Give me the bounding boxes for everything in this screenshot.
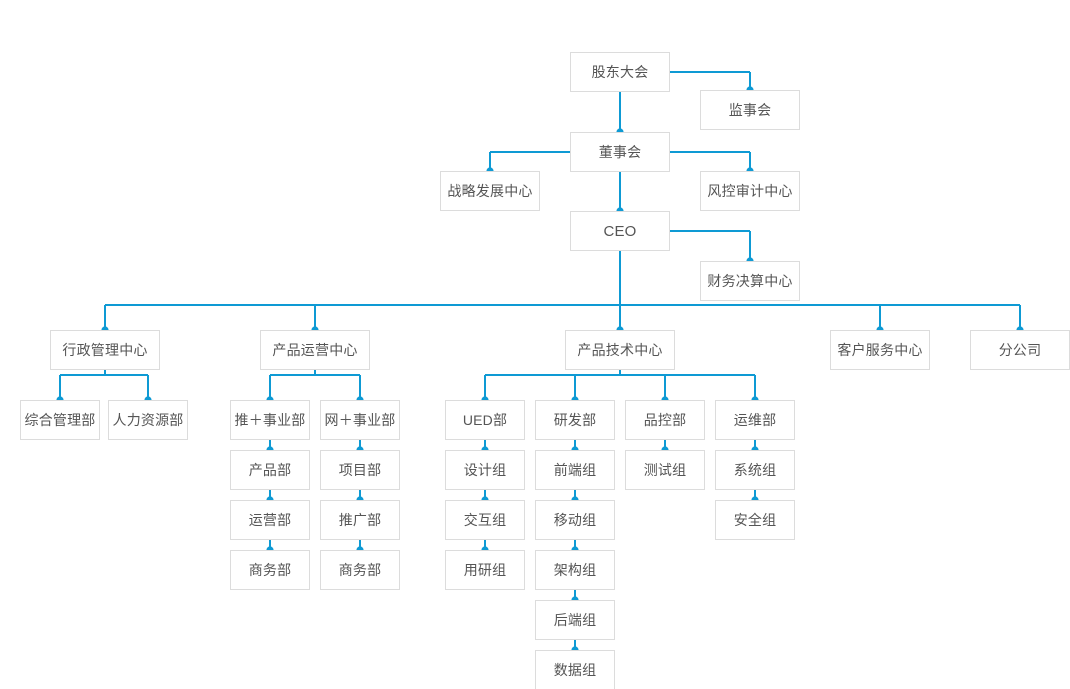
org-node-strategy[interactable]: 战略发展中心 [440,171,540,211]
org-node-tui_bu[interactable]: 推＋事业部 [230,400,310,440]
org-node-data_group[interactable]: 数据组 [535,650,615,689]
org-node-promo_dept[interactable]: 推广部 [320,500,400,540]
org-node-admin[interactable]: 行政管理中心 [50,330,160,370]
org-node-research_group[interactable]: 用研组 [445,550,525,590]
org-node-qa[interactable]: 品控部 [625,400,705,440]
org-node-supervisory[interactable]: 监事会 [700,90,800,130]
org-node-test_group[interactable]: 测试组 [625,450,705,490]
org-node-backend_group[interactable]: 后端组 [535,600,615,640]
org-node-shareholders[interactable]: 股东大会 [570,52,670,92]
org-node-riskaudit[interactable]: 风控审计中心 [700,171,800,211]
org-node-board[interactable]: 董事会 [570,132,670,172]
org-node-prodops[interactable]: 产品运营中心 [260,330,370,370]
org-node-ceo[interactable]: CEO [570,211,670,251]
org-node-product_dept[interactable]: 产品部 [230,450,310,490]
org-node-wang_bu[interactable]: 网＋事业部 [320,400,400,440]
org-node-finance[interactable]: 财务决算中心 [700,261,800,301]
org-node-interaction_group[interactable]: 交互组 [445,500,525,540]
org-node-frontend_group[interactable]: 前端组 [535,450,615,490]
org-node-system_group[interactable]: 系统组 [715,450,795,490]
org-node-design_group[interactable]: 设计组 [445,450,525,490]
org-node-customer[interactable]: 客户服务中心 [830,330,930,370]
org-node-ued[interactable]: UED部 [445,400,525,440]
org-node-general_mgmt[interactable]: 综合管理部 [20,400,100,440]
org-node-biz_dept_2[interactable]: 商务部 [320,550,400,590]
org-node-branch[interactable]: 分公司 [970,330,1070,370]
org-node-biz_dept_1[interactable]: 商务部 [230,550,310,590]
org-node-prodtech[interactable]: 产品技术中心 [565,330,675,370]
org-node-security_group[interactable]: 安全组 [715,500,795,540]
org-node-devops[interactable]: 运维部 [715,400,795,440]
org-node-rnd[interactable]: 研发部 [535,400,615,440]
org-node-project_dept[interactable]: 项目部 [320,450,400,490]
org-node-mobile_group[interactable]: 移动组 [535,500,615,540]
org-node-hr[interactable]: 人力资源部 [108,400,188,440]
org-node-arch_group[interactable]: 架构组 [535,550,615,590]
org-node-ops_dept[interactable]: 运营部 [230,500,310,540]
